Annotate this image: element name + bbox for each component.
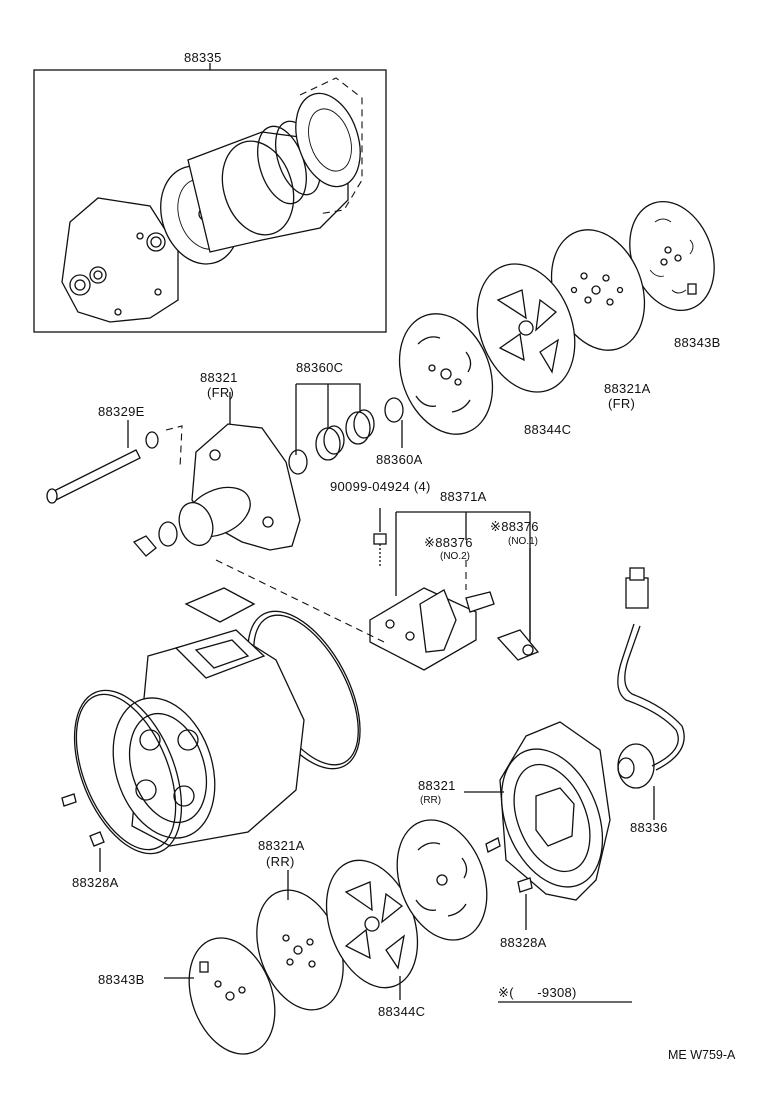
- label-88321a-fr: 88321A: [604, 381, 651, 396]
- label-88376-no1-sub: (NO.1): [508, 536, 538, 547]
- label-88321a-rr-sub: (RR): [266, 854, 295, 869]
- label-90099-04924: 90099-04924 (4): [330, 479, 431, 494]
- kit-88335-group: [33, 63, 387, 333]
- drawing-code: ME W759-A: [668, 1048, 736, 1062]
- label-88371a: 88371A: [440, 489, 487, 504]
- label-88321a-rr: 88321A: [258, 838, 305, 853]
- label-88329e: 88329E: [98, 404, 145, 419]
- control-valve-88371a: [369, 508, 540, 671]
- rear-housing-88321-rr: [464, 567, 685, 930]
- label-88343b-bottom: 88343B: [98, 972, 145, 987]
- label-88376-no2-sub: (NO.2): [440, 551, 470, 562]
- label-88321-rr: 88321: [418, 778, 456, 793]
- rear-gasket-discs: [164, 819, 488, 1055]
- cylinder-block: [61, 559, 385, 872]
- note-applicability: ※( -9308): [498, 985, 577, 1000]
- label-88321-fr: 88321: [200, 370, 238, 385]
- label-88328a-left: 88328A: [72, 875, 119, 890]
- shaft-seal-parts: [288, 383, 404, 475]
- label-88343b-top: 88343B: [674, 335, 721, 350]
- label-88321-rr-sub: (RR): [420, 795, 441, 806]
- label-88376-no1: ※88376: [490, 519, 539, 534]
- front-gasket-discs: [398, 200, 715, 435]
- label-88321-fr-sub: (FR): [207, 385, 234, 400]
- label-88328a-right: 88328A: [500, 935, 547, 950]
- front-housing-88321: [46, 392, 301, 557]
- label-88360a: 88360A: [376, 452, 423, 467]
- label-88344c-bottom: 88344C: [378, 1004, 425, 1019]
- label-88344c-top: 88344C: [524, 422, 571, 437]
- label-88321a-fr-sub: (FR): [608, 396, 635, 411]
- label-88360c: 88360C: [296, 360, 343, 375]
- label-88335: 88335: [184, 50, 222, 65]
- label-88376-no2: ※88376: [424, 535, 473, 550]
- label-88336: 88336: [630, 820, 668, 835]
